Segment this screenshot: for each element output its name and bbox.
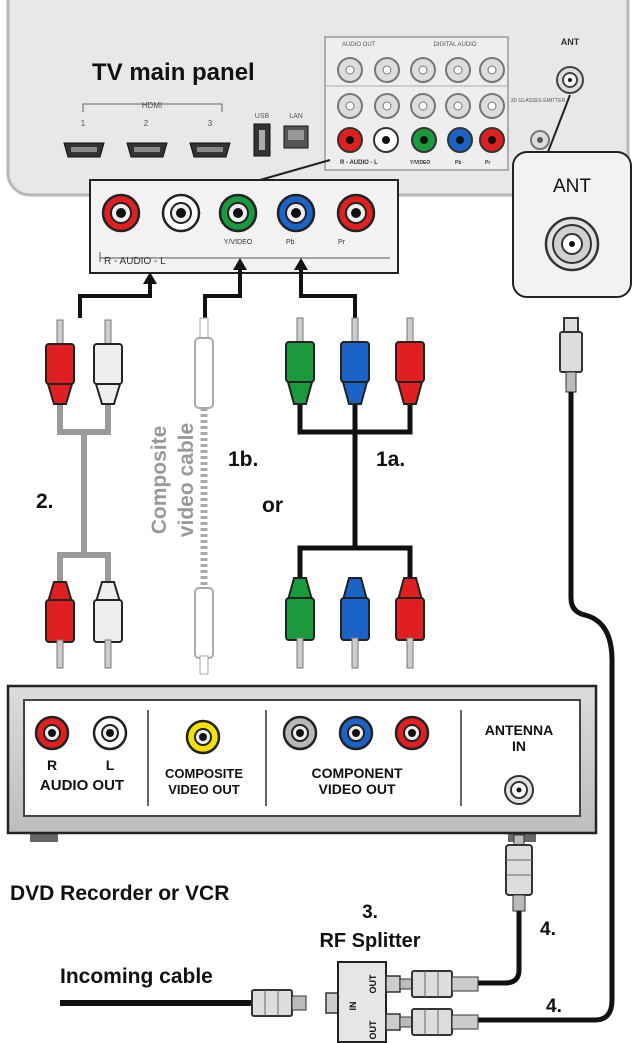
connection-arrows [78,268,357,322]
step-1b-label: 1b. [228,448,258,471]
hdmi-port-2 [126,142,168,158]
ant-zoom-title: ANT [553,176,591,197]
device-composite-label-2: VIDEO OUT [168,782,240,797]
zoom-jack-pb [276,193,316,233]
splitter-out-plug-1 [399,970,479,998]
panel-r-audio-l-label: R - AUDIO - L [340,160,378,166]
lan-port [283,125,309,149]
audio-plug-bottom-white [93,581,123,669]
zoom-jack-video-y [218,193,258,233]
hdmi-port-2-label: 2 [144,119,149,128]
rf-splitter: IN OUT OUT [325,961,401,1043]
zoom-jack-pr [336,193,376,233]
component-plug-bottom-blue [340,577,370,669]
device-component-label-1: COMPONENT [312,765,403,781]
audio-plug-top-red [45,319,75,405]
panel-pb-label: Pb [455,160,461,166]
device-antenna-label-2: IN [512,738,526,754]
device-jack-component-pb [338,715,374,751]
ant-zoom-box: ANT [512,94,632,298]
panel-upper-jacks [337,57,505,119]
step-3-label: 3. [362,902,378,923]
tv-panel: TV main panel HDMI 1 2 3 USB LAN [6,0,630,197]
device-name-label: DVD Recorder or VCR [10,882,229,905]
rf-splitter-label: RF Splitter [319,930,420,952]
hdmi-port-3-label: 3 [208,119,213,128]
audio-cable [57,400,111,590]
usb-label: USB [255,113,270,120]
lan-label: LAN [289,113,303,120]
splitter-in-label: IN [348,1002,358,1011]
step-4a-label: 4. [540,919,556,940]
ant-zoom-port [544,216,600,272]
component-cable [297,405,413,580]
zoom-pb-label: Pb [286,239,295,246]
composite-cable-label-line2: video cable [175,423,198,537]
hdmi-group-label: HDMI [142,101,162,110]
ant-small-port [556,66,584,94]
device-l-label: L [106,757,115,773]
step-1a-label: 1a. [376,448,405,471]
hdmi-port-1-label: 1 [81,119,86,128]
panel-component-jacks [337,127,505,153]
component-plug-bottom-red [395,577,425,669]
panel-digital-audio-label: DIGITAL AUDIO [433,42,476,48]
antenna-cable-tv [478,317,615,1023]
audio-plug-bottom-red [45,581,75,669]
step-2-label: 2. [36,490,54,513]
splitter-out-plug-2 [399,1008,479,1036]
composite-cable [194,317,214,675]
dvd-recorder-device: R L AUDIO OUT COMPOSITE VIDEO OUT COMPON… [6,684,598,842]
composite-cable-label-line1: Composite [148,426,171,535]
device-jack-audio-l [92,715,128,751]
incoming-cable [60,989,307,1017]
usb-port [253,123,271,157]
zoom-y-video-label: Y/VIDEO [224,239,253,246]
zoom-jack-audio-l [161,193,201,233]
step-4b-label: 4. [546,996,562,1017]
panel-audio-out-label: AUDIO OUT [342,42,376,48]
glasses-emitter-label: 3D GLASSES EMITTER [511,98,566,104]
ant-small-label: ANT [561,37,580,47]
component-plug-top-blue [340,317,370,405]
tv-title: TV main panel [92,59,255,86]
hdmi-port-1 [63,142,105,158]
glasses-emitter-port [530,130,550,150]
splitter-out1-label: OUT [368,974,378,994]
audio-plug-top-white [93,319,123,405]
zoom-pr-label: Pr [338,239,346,246]
device-jack-component-y [282,715,318,751]
device-composite-label-1: COMPOSITE [165,766,243,781]
component-plug-bottom-green [285,577,315,669]
panel-pr-label: Pr [485,160,490,166]
hdmi-port-3 [189,142,231,158]
zoom-jack-audio-r [101,193,141,233]
splitter-out2-label: OUT [368,1020,378,1040]
device-audio-out-label: AUDIO OUT [40,777,124,794]
device-component-label-2: VIDEO OUT [318,781,395,797]
device-jack-component-pr [394,715,430,751]
device-r-label: R [47,757,57,773]
panel-y-video-label: Y/VIDEO [410,160,430,166]
device-jack-audio-r [34,715,70,751]
jack-zoom-box: R - AUDIO - L Y/VIDEO Pb Pr [89,159,399,274]
device-antenna-label-1: ANTENNA [485,722,553,738]
component-plug-top-green [285,317,315,405]
incoming-cable-label: Incoming cable [60,965,213,988]
device-antenna-plug [478,834,533,986]
device-jack-composite [185,719,221,755]
component-plug-top-red [395,317,425,405]
or-label: or [262,494,283,517]
device-antenna-in-port [504,775,534,805]
arrow-heads [143,258,308,284]
zoom-r-audio-l-label: R - AUDIO - L [104,256,166,267]
